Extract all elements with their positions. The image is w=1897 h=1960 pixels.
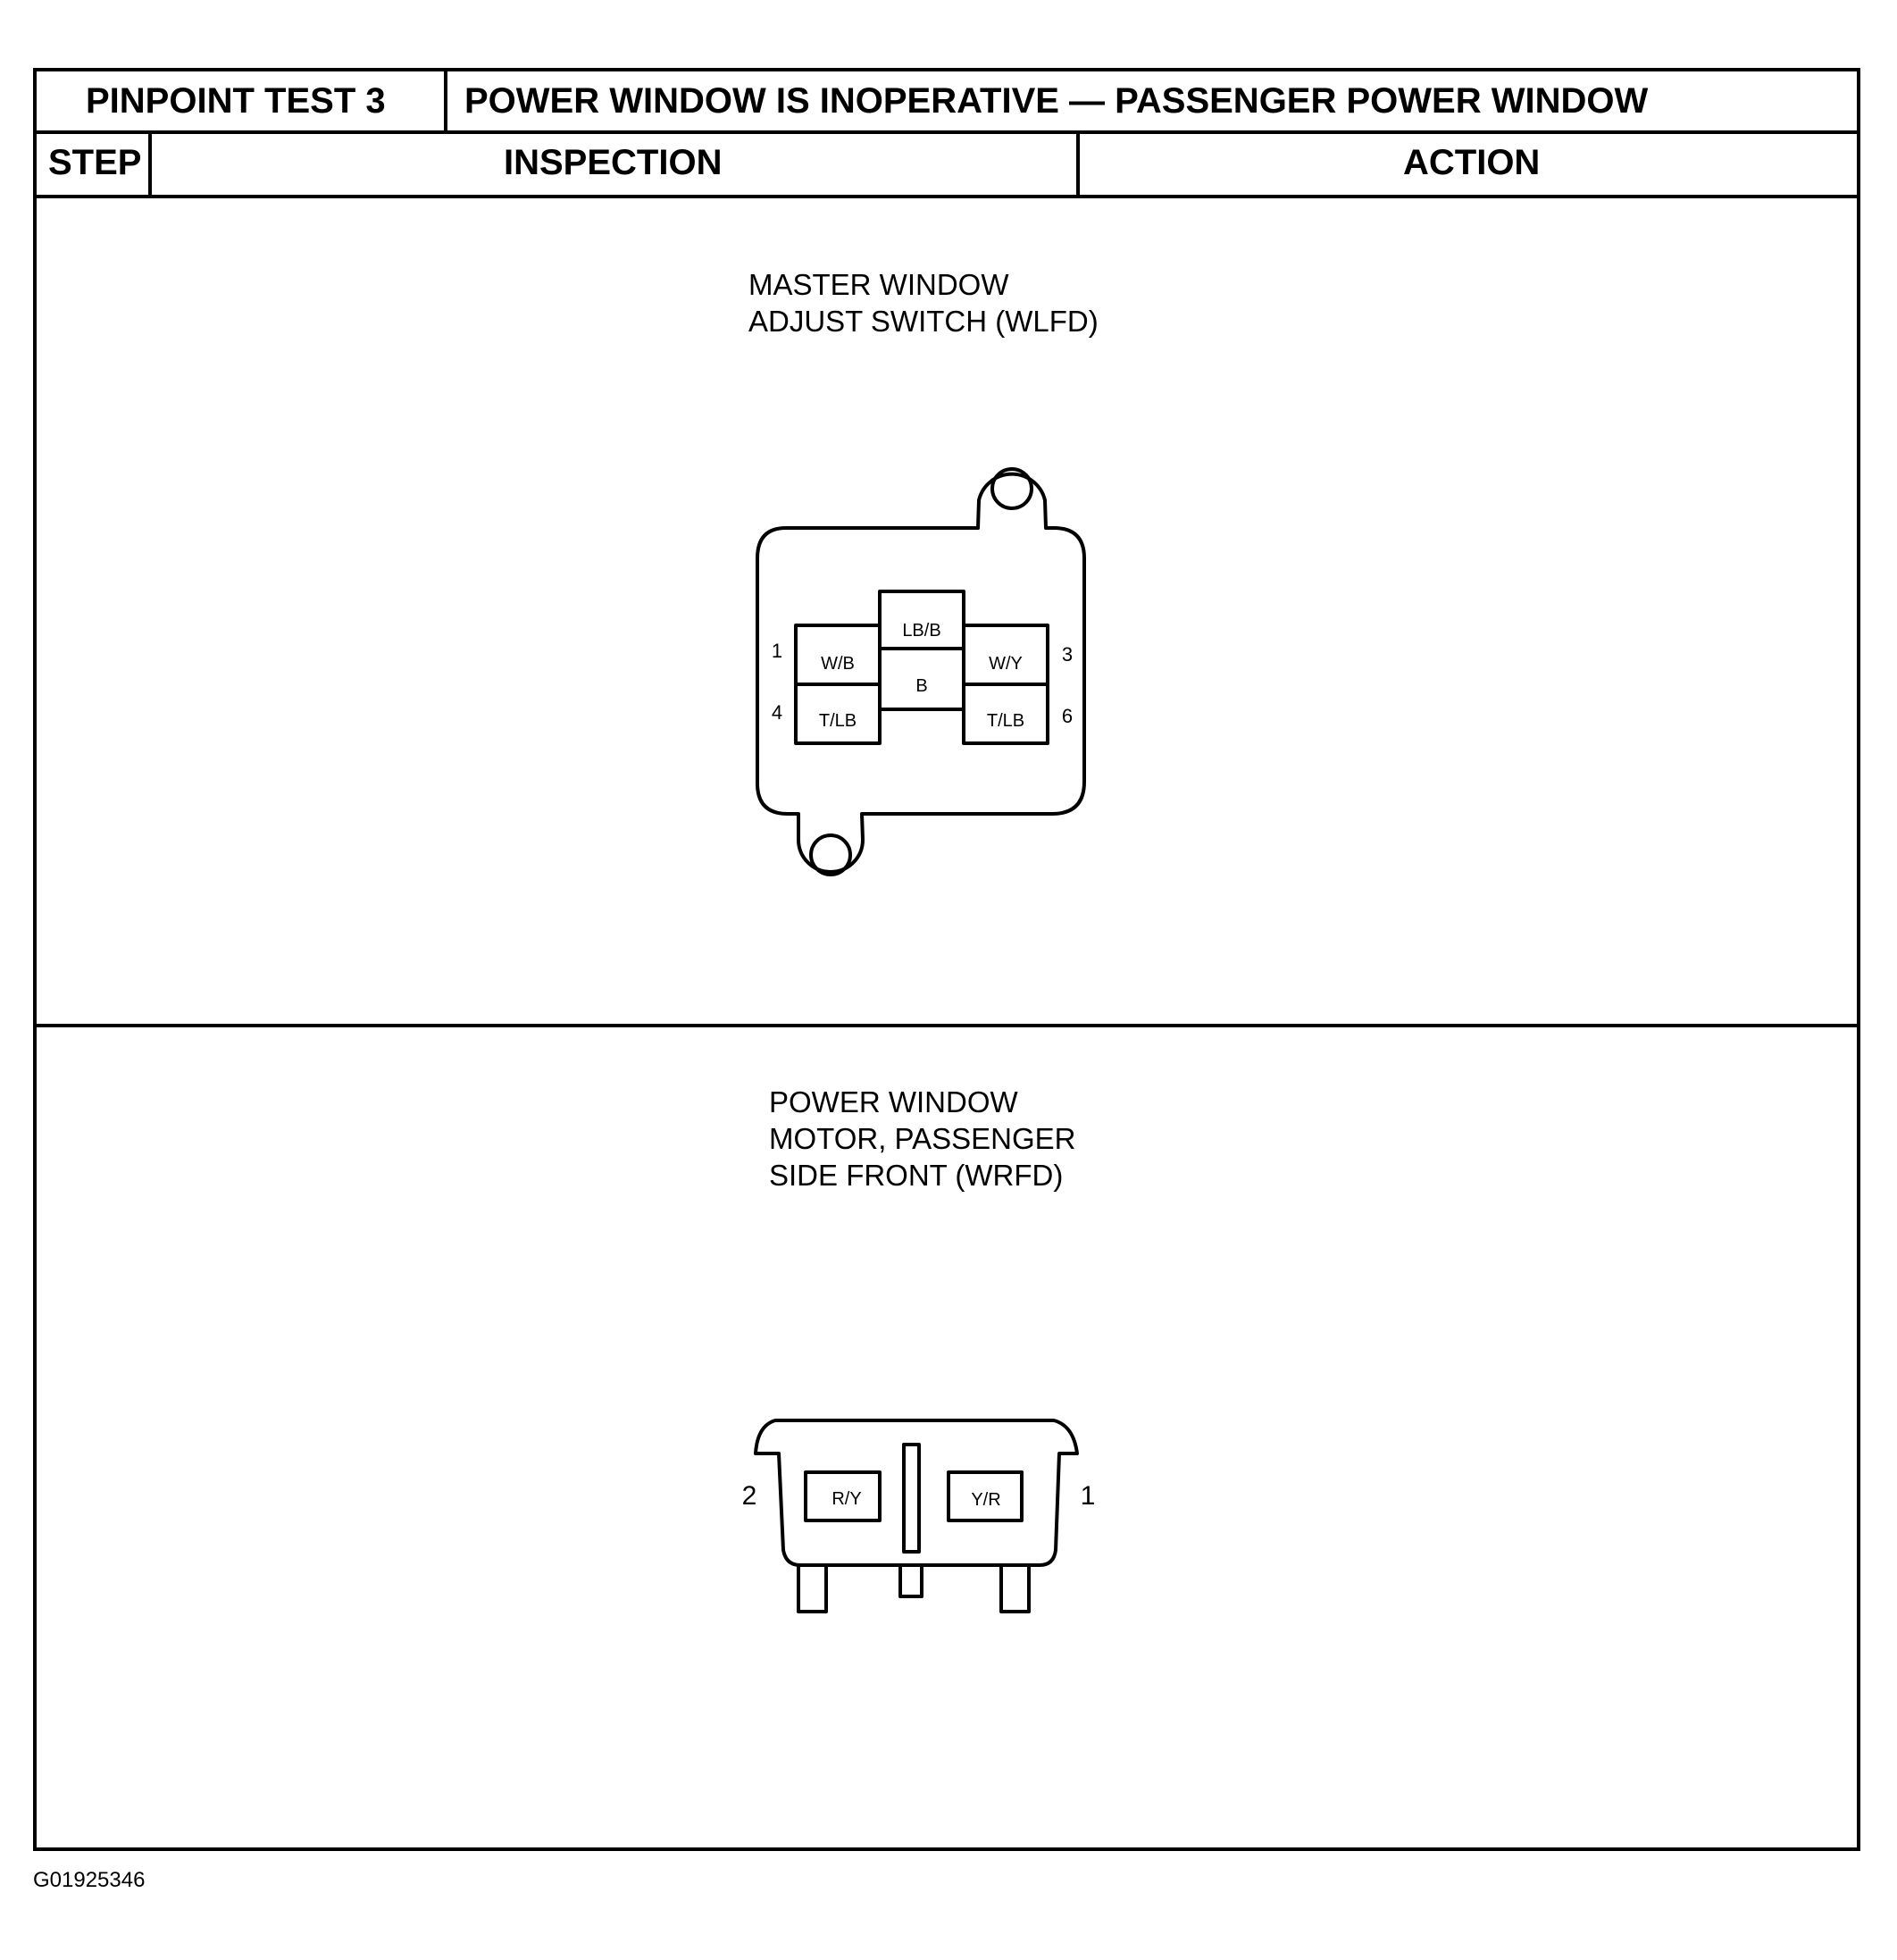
pinpoint-test-table: PINPOINT TEST 3 POWER WINDOW IS INOPERAT… (33, 68, 1860, 1851)
connector1-cavity-6 (962, 683, 1049, 745)
connector1-title-line1: MASTER WINDOW (748, 268, 1009, 301)
figure-code: G01925346 (33, 1868, 146, 1892)
connector2-title-line1: POWER WINDOW (769, 1085, 1018, 1118)
connector2-wire-2: R/Y (832, 1489, 861, 1509)
connector1-pin-6: 6 (1062, 705, 1073, 727)
connector2-title-line2: MOTOR, PASSENGER (769, 1122, 1076, 1155)
connector1-mount-hole-top (990, 467, 1033, 510)
connector2-pin-1: 1 (1081, 1481, 1096, 1511)
section-divider (37, 1024, 1857, 1027)
column-header-divider (37, 195, 1857, 198)
connector2-wire-1: Y/R (971, 1490, 1000, 1510)
connector1-wire-4: T/LB (819, 711, 857, 731)
connector2-terminal-center (898, 1563, 923, 1598)
connector1-title-line2: ADJUST SWITCH (WLFD) (748, 305, 1099, 338)
connector1-mount-hole-bottom (809, 833, 852, 876)
connector2-pin-2: 2 (742, 1481, 757, 1511)
connector2-terminal-right (999, 1563, 1031, 1613)
connector2-terminal-left (797, 1563, 828, 1613)
connector1-wire-1: W/B (821, 654, 855, 674)
connector1-pin-3: 3 (1062, 643, 1073, 666)
connector2-cavity-1 (947, 1470, 1024, 1522)
header-divider (37, 130, 1857, 134)
connector1-wire-2: LB/B (902, 621, 940, 641)
step-column-divider (148, 130, 152, 195)
column-header-step: STEP (48, 143, 142, 182)
connector2-housing (754, 1419, 1079, 1567)
power-window-motor-connector: R/Y Y/R 2 1 (742, 1419, 1096, 1613)
connector2-center-rib (902, 1443, 921, 1554)
connector1-wire-5: B (915, 676, 927, 696)
test-label: PINPOINT TEST 3 (86, 81, 386, 121)
connector1-pin-4: 4 (772, 701, 782, 724)
connector1-pin-1: 1 (772, 640, 782, 662)
connector1-housing (756, 472, 1086, 874)
connector1-wire-6: T/LB (987, 711, 1024, 731)
connector2-title-line3: SIDE FRONT (WRFD) (769, 1159, 1064, 1192)
column-header-action: ACTION (1403, 143, 1541, 182)
title-divider (444, 71, 447, 130)
master-window-switch-connector: W/B LB/B W/Y T/LB B T/LB 1 3 4 6 (756, 467, 1086, 876)
connector2-cavity-2 (804, 1470, 882, 1522)
action-column-divider (1076, 130, 1080, 195)
column-header-inspection: INSPECTION (504, 143, 723, 182)
connector1-wire-3: W/Y (989, 654, 1023, 674)
connector1-cavity-4 (794, 683, 882, 745)
test-title: POWER WINDOW IS INOPERATIVE — PASSENGER … (464, 81, 1649, 121)
